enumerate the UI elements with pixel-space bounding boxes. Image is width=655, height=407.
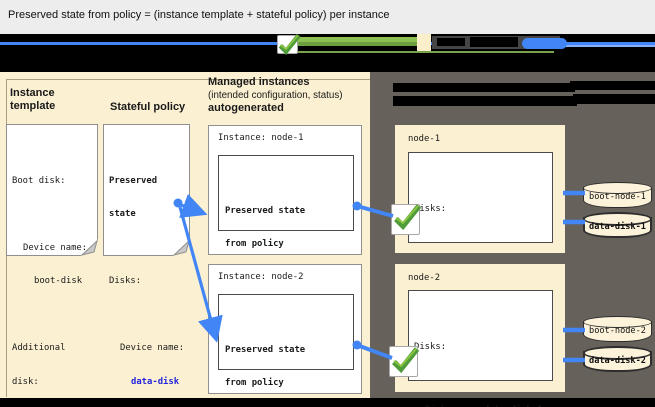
vm-disks-box: Disks: Device name: boot-disk Disk name:…	[408, 152, 553, 407]
disks-heading: Disks:	[414, 341, 447, 352]
stateful-policy-box: Preserved state Disks: Device name: data…	[103, 124, 190, 387]
heading-subline: (intended configuration, status)	[208, 90, 343, 101]
vm-node-1: node-1 Disks: Device name: boot-disk Dis…	[395, 125, 565, 407]
data-disk-value: data-disk	[131, 377, 180, 388]
data-disk-name-value: data-disk-1	[484, 405, 543, 407]
legend-green-underline	[297, 51, 554, 53]
footer-band	[0, 398, 655, 407]
legend-checkbox	[277, 35, 298, 54]
cylinder-top	[583, 182, 652, 194]
disk-cylinder-boot-node-2: boot-node-2	[583, 316, 652, 342]
managed-instances-heading: Managed instances (intended configuratio…	[208, 76, 343, 115]
disk-label: data-disk-2	[589, 356, 646, 366]
device-name-label: Device name:	[23, 242, 88, 253]
legend-redacted-blob	[437, 38, 465, 46]
disk-cylinder-data-disk-2: data-disk-2	[583, 346, 652, 372]
node1-status-checkbox	[391, 204, 420, 235]
disk-label: data-disk-1	[589, 222, 646, 232]
disks-heading: Disks:	[414, 203, 447, 214]
disk-name-label: Disk name:	[425, 405, 484, 407]
disk-cylinder-boot-node-1: boot-node-1	[583, 182, 652, 208]
cylinder-top	[583, 346, 652, 360]
instance-template-box: Boot disk: Device name: boot-disk Additi…	[6, 124, 98, 387]
heading-line: template	[10, 100, 56, 112]
disks-heading: Disks:	[109, 276, 142, 287]
legend-green-bar	[295, 36, 417, 42]
vm-node-2: node-2 Disks: Device name: boot-disk Dis…	[395, 264, 565, 392]
managed-instance-node-1: Instance: node-1 Preserved state from po…	[208, 125, 362, 381]
disk-cylinder-data-disk-1: data-disk-1	[583, 212, 652, 238]
cylinder-top	[583, 212, 652, 226]
dogear-fold-icon	[81, 239, 98, 256]
disk-name-line: Disk name: data-disk-1	[414, 405, 552, 407]
vm-disks-box: Disks: Device name: boot-disk Disk name:…	[408, 290, 553, 381]
heading-line: Instance	[10, 87, 55, 99]
preserved-state-from-policy-box: Preserved state from policy Disks: Devic…	[218, 294, 354, 388]
preserved-state-from-policy-box: Preserved state from policy Disks: Devic…	[218, 155, 354, 381]
dogear-fold-icon	[173, 239, 190, 256]
node2-status-checkbox	[389, 346, 418, 377]
disk-label: boot-node-1	[589, 192, 646, 202]
cylinder-top	[583, 316, 652, 328]
legend-blue-pill	[522, 37, 567, 49]
legend-redacted-blob	[470, 37, 518, 47]
legend-green-bar-dark	[295, 41, 417, 46]
instance-title: Instance: node-2	[218, 272, 304, 282]
preserved-state-title: from policy	[225, 239, 284, 250]
heading-line: Managed instances	[208, 76, 310, 88]
instance-template-heading: Instance template	[10, 87, 55, 113]
additional-disk-heading: disk:	[12, 377, 39, 388]
redacted-heading-line	[573, 93, 655, 104]
preserved-state-title: Preserved	[109, 175, 158, 186]
page-title: Preserved state from policy = (instance …	[8, 9, 390, 21]
title-bar: Preserved state from policy = (instance …	[0, 0, 655, 34]
preserved-state-title: Preserved state	[225, 205, 306, 216]
preserved-state-title: from policy	[225, 378, 284, 389]
vm-title: node-1	[408, 134, 441, 144]
legend-cream-swatch	[417, 34, 431, 52]
device-name-label: Device name:	[120, 343, 185, 354]
additional-disk-heading: Additional	[12, 343, 66, 354]
preserved-state-title: Preserved state	[225, 344, 306, 355]
redacted-heading-line	[393, 95, 577, 106]
redacted-heading-line	[393, 82, 575, 92]
heading-line: autogenerated	[208, 102, 284, 114]
stateful-policy-heading: Stateful policy	[110, 101, 186, 113]
instance-title: Instance: node-1	[218, 133, 304, 143]
boot-disk-heading: Boot disk:	[12, 175, 66, 186]
boot-disk-value: boot-disk	[34, 276, 83, 287]
redacted-heading-line	[570, 80, 655, 90]
legend-blue-swish	[562, 45, 655, 47]
managed-instance-node-2: Instance: node-2 Preserved state from po…	[208, 264, 362, 394]
preserved-state-title: state	[109, 209, 136, 220]
vm-title: node-2	[408, 273, 441, 283]
disk-label: boot-node-2	[589, 326, 646, 336]
